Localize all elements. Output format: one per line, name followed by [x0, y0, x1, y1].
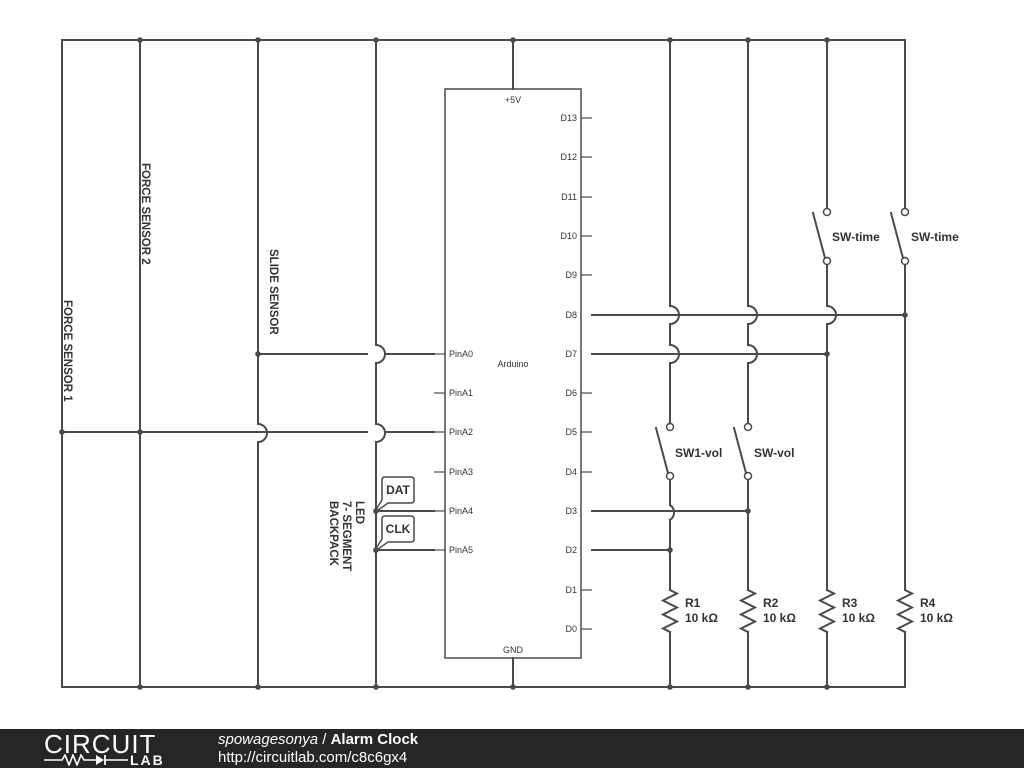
pin-label-d12: D12 — [560, 152, 577, 162]
pin-label-d2: D2 — [565, 545, 577, 555]
resistor-r2 — [738, 588, 758, 634]
switch-sw-time-2 — [889, 207, 910, 266]
led-backpack-label: LED 7- SEGMENT BACKPACK — [327, 501, 365, 571]
pin-label-d8: D8 — [565, 310, 577, 320]
switch-sw-time-1 — [811, 207, 832, 266]
right-pin-stubs — [581, 117, 592, 630]
pin-label-a1: PinA1 — [449, 388, 473, 398]
resistor-value-r1: 10 kΩ — [685, 611, 718, 625]
resistor-value-r2: 10 kΩ — [763, 611, 796, 625]
resistor-r1 — [660, 588, 680, 634]
pin-label-d3: D3 — [565, 506, 577, 516]
switch-label-sw-time-1: SW-time — [832, 230, 880, 244]
pin-label-d5: D5 — [565, 427, 577, 437]
resistor-name-r3: R3 — [842, 596, 858, 610]
pin-label-a2: PinA2 — [449, 427, 473, 437]
force-sensor-2-label: FORCE SENSOR 2 — [139, 163, 151, 265]
resistor-name-r1: R1 — [685, 596, 701, 610]
left-pin-stubs — [434, 353, 445, 551]
pin-label-d7: D7 — [565, 349, 577, 359]
switch-label-sw-time-2: SW-time — [911, 230, 959, 244]
switch-label-sw-vol: SW-vol — [754, 446, 794, 460]
footer-bar: CIRCUIT LAB spowagesonya / Alarm Clock h… — [0, 729, 1024, 768]
pin-label-a0: PinA0 — [449, 349, 473, 359]
pin-label-d4: D4 — [565, 467, 577, 477]
pin-label-d0: D0 — [565, 624, 577, 634]
switch-sw-vol — [732, 422, 753, 481]
switch-sw1-vol — [654, 422, 675, 481]
pin-label-d1: D1 — [565, 585, 577, 595]
pin-label-a4: PinA4 — [449, 506, 473, 516]
circuit-schematic: +5V GND Arduino PinA0 PinA1 PinA2 PinA3 … — [59, 37, 959, 690]
pin-label-d10: D10 — [560, 231, 577, 241]
resistor-value-r3: 10 kΩ — [842, 611, 875, 625]
led-label-line1: LED — [353, 501, 365, 524]
arduino-block — [444, 88, 582, 659]
pin-label-gnd: GND — [503, 645, 524, 655]
circuitlab-logo-icon — [44, 754, 128, 766]
led-label-line2: 7- SEGMENT — [340, 501, 352, 571]
circuit-title: Alarm Clock — [330, 731, 419, 748]
resistor-r4 — [895, 588, 915, 634]
wire-crossover — [668, 503, 676, 522]
slide-sensor-label: SLIDE SENSOR — [267, 249, 279, 335]
pin-label-d6: D6 — [565, 388, 577, 398]
led-label-line3: BACKPACK — [327, 501, 339, 567]
circuitlab-logo-subtext: LAB — [130, 752, 165, 768]
footer-title-line: spowagesonya / Alarm Clock — [218, 731, 418, 749]
resistor-name-r2: R2 — [763, 596, 779, 610]
pin-label-a5: PinA5 — [449, 545, 473, 555]
force-sensor-1-label: FORCE SENSOR 1 — [61, 300, 73, 402]
pin-label-d13: D13 — [560, 113, 577, 123]
author-name[interactable]: spowagesonya — [218, 731, 319, 748]
resistor-value-r4: 10 kΩ — [920, 611, 953, 625]
pin-label-d9: D9 — [565, 270, 577, 280]
wire-crossover — [374, 422, 386, 444]
junction-dots — [59, 37, 908, 690]
net-tag-dat-label: DAT — [386, 483, 410, 497]
switch-label-sw1-vol: SW1-vol — [675, 446, 722, 460]
title-separator: / — [318, 731, 331, 748]
pin-label-5v: +5V — [505, 95, 521, 105]
pin-label-a3: PinA3 — [449, 467, 473, 477]
resistor-name-r4: R4 — [920, 596, 936, 610]
circuit-url-link[interactable]: http://circuitlab.com/c8c6gx4 — [218, 749, 408, 766]
pin-label-d11: D11 — [561, 192, 577, 202]
wire-crossover — [374, 343, 386, 365]
net-tag-clk-label: CLK — [386, 522, 411, 536]
net-tag-clk: CLK — [373, 515, 415, 553]
resistor-r3 — [817, 588, 837, 634]
net-tag-dat: DAT — [373, 476, 415, 514]
circuitlab-logo-text: CIRCUIT — [44, 729, 157, 759]
arduino-label: Arduino — [497, 359, 528, 369]
